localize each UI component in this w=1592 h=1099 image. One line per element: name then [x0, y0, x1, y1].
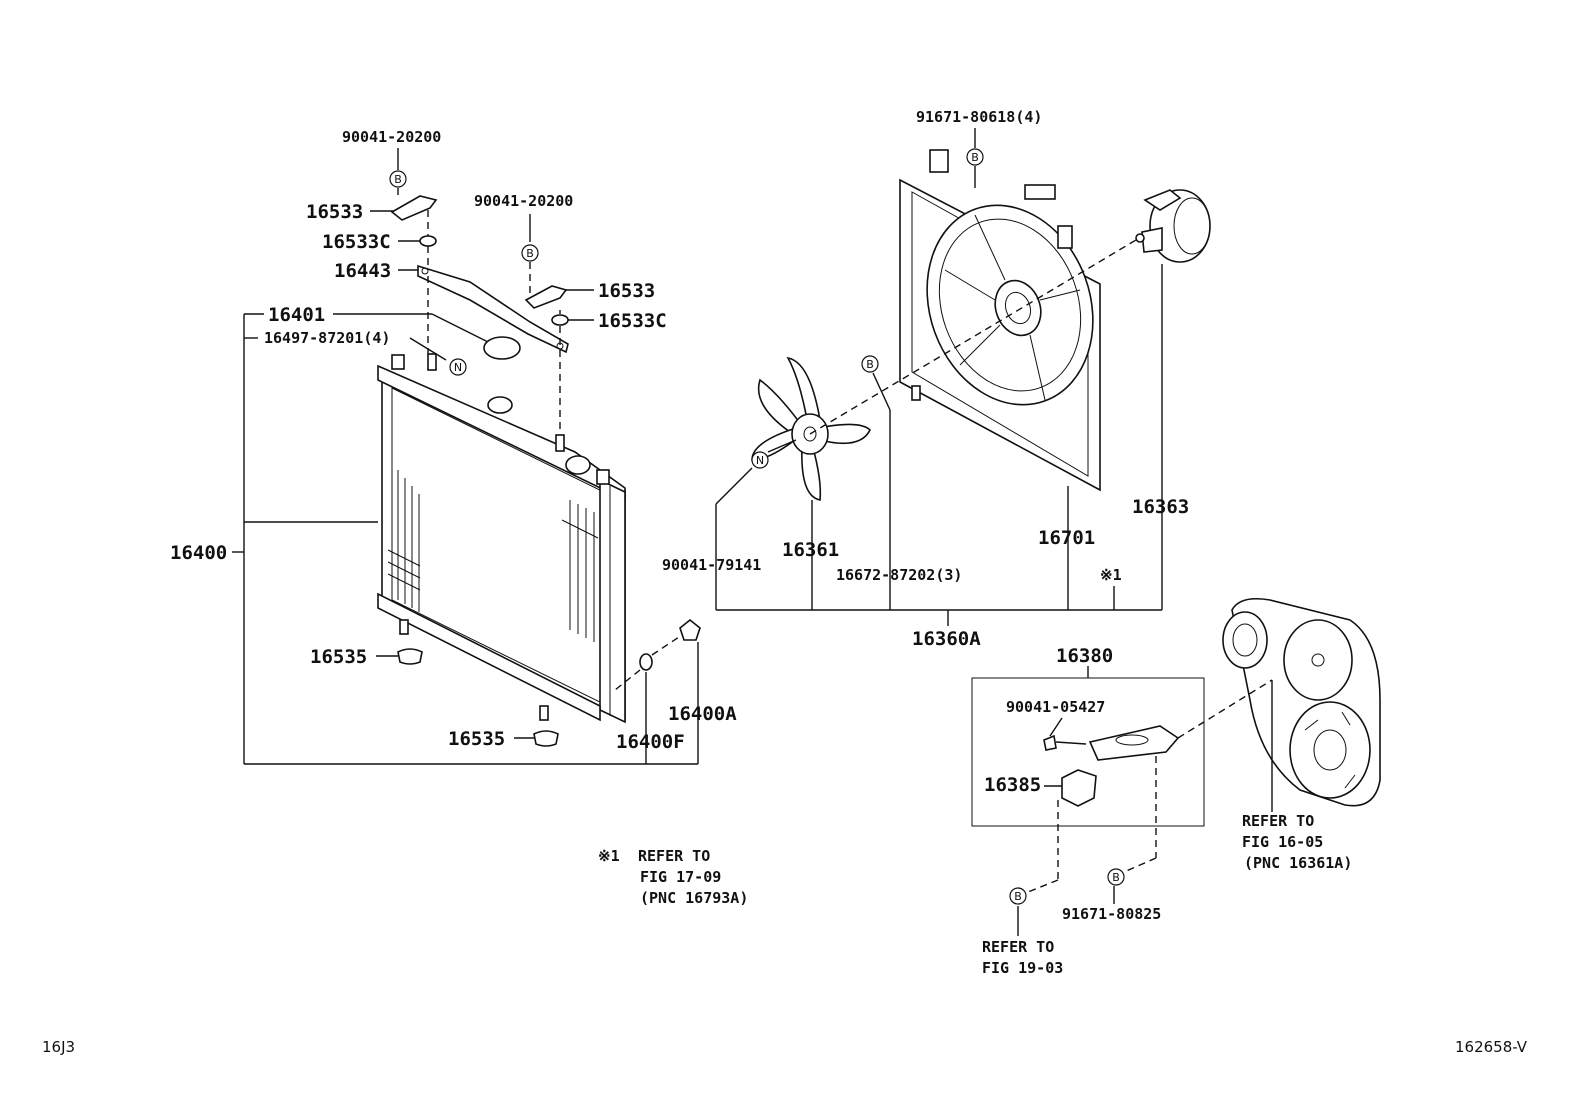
- label-91671-80618: 91671-80618(4): [916, 108, 1042, 126]
- label-90041-20200-a: 90041-20200: [342, 128, 441, 146]
- part-labels: 90041-20200 16533 16533C 16443 90041-202…: [170, 108, 1189, 923]
- gasket-16400f: [639, 653, 653, 671]
- radiator-cap: [483, 336, 521, 360]
- corner-code-right: 162658-V: [1455, 1038, 1528, 1056]
- label-16533c-top: 16533C: [322, 231, 391, 253]
- radiator: [377, 353, 626, 724]
- note-ref1-mark: ※1: [598, 847, 620, 865]
- circle-markers: B B N B B N B B: [389, 148, 1125, 905]
- svg-text:B: B: [1112, 871, 1120, 884]
- svg-text:N: N: [454, 361, 462, 374]
- label-91671-80825: 91671-80825: [1062, 905, 1161, 923]
- label-16363: 16363: [1132, 496, 1189, 518]
- label-16533-top: 16533: [306, 201, 363, 223]
- drain-cock-16400a: [679, 618, 701, 641]
- label-16385: 16385: [984, 774, 1041, 796]
- svg-text:B: B: [526, 247, 534, 260]
- bracket-16443: [417, 264, 569, 354]
- label-90041-20200-b: 90041-20200: [474, 192, 573, 210]
- b-marker: B: [521, 244, 539, 262]
- note-fig1605-line2: FIG 16-05: [1242, 833, 1323, 851]
- label-16380: 16380: [1056, 645, 1113, 667]
- label-16400: 16400: [170, 542, 227, 564]
- clamp-16533-top: [390, 195, 438, 221]
- label-90041-79141: 90041-79141: [662, 556, 761, 574]
- b-marker: B: [1107, 868, 1125, 886]
- clamp-16533-right: [524, 285, 568, 309]
- cushion-16533c-right: [551, 314, 569, 326]
- b-marker: B: [389, 170, 407, 188]
- label-16535-b: 16535: [448, 728, 505, 750]
- svg-text:B: B: [1014, 890, 1022, 903]
- label-90041-05427: 90041-05427: [1006, 698, 1105, 716]
- label-16533-right: 16533: [598, 280, 655, 302]
- svg-text:N: N: [756, 454, 764, 467]
- note-ref1-line3: (PNC 16793A): [640, 889, 748, 907]
- fan-shroud: [899, 149, 1101, 492]
- corner-code-left: 16J3: [42, 1038, 75, 1056]
- cushion-16533c-top: [419, 235, 437, 247]
- b-marker: B: [1009, 887, 1027, 905]
- label-16400a: 16400A: [668, 703, 737, 725]
- note-fig1903-line2: FIG 19-03: [982, 959, 1063, 977]
- fan-axis-line: [809, 239, 1137, 435]
- cushion-16535-a: [397, 648, 423, 665]
- label-16400f: 16400F: [616, 731, 685, 753]
- label-16535-a: 16535: [310, 646, 367, 668]
- note-fig1605-line1: REFER TO: [1242, 812, 1314, 830]
- b-marker: B: [861, 355, 879, 373]
- belt-cover: [1222, 597, 1381, 807]
- label-16497-87201: 16497-87201(4): [264, 329, 390, 347]
- note-fig1903-line1: REFER TO: [982, 938, 1054, 956]
- label-16443: 16443: [334, 260, 391, 282]
- label-16701: 16701: [1038, 527, 1095, 549]
- svg-text:B: B: [394, 173, 402, 186]
- leader-lines: [232, 128, 1273, 936]
- note-ref1-line1: REFER TO: [638, 847, 710, 865]
- label-ref1-marker: ※1: [1100, 566, 1122, 584]
- label-16401: 16401: [268, 304, 325, 326]
- label-16533c-right: 16533C: [598, 310, 667, 332]
- fan-motor-16363: [1135, 189, 1211, 263]
- fan-16361: [751, 356, 871, 501]
- label-16672-87202: 16672-87202(3): [836, 566, 962, 584]
- n-marker: N: [751, 451, 769, 469]
- note-fig1605-line3: (PNC 16361A): [1244, 854, 1352, 872]
- svg-text:B: B: [971, 151, 979, 164]
- label-16360a: 16360A: [912, 628, 981, 650]
- note-ref1-line2: FIG 17-09: [640, 868, 721, 886]
- b-marker: B: [966, 148, 984, 166]
- cushion-16535-b: [533, 730, 559, 747]
- svg-text:B: B: [866, 358, 874, 371]
- stay-assembly: [971, 677, 1205, 827]
- label-16361: 16361: [782, 539, 839, 561]
- n-marker: N: [449, 358, 467, 376]
- reference-notes: ※1 REFER TO FIG 17-09 (PNC 16793A) REFER…: [598, 812, 1352, 977]
